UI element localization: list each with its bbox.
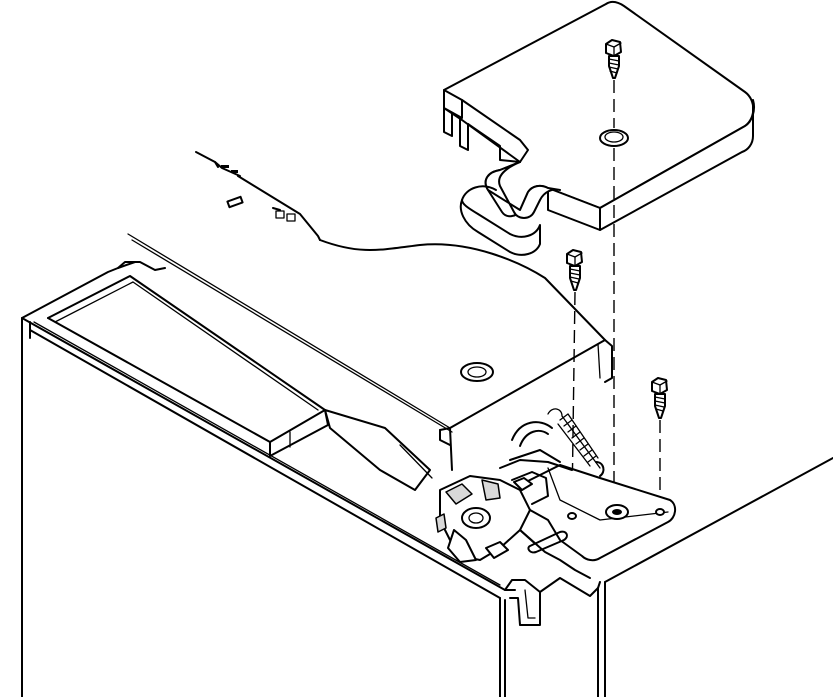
side-panel — [597, 457, 833, 589]
hinge-spring — [509, 408, 605, 477]
cabinet-top-panel — [47, 151, 613, 491]
hinge-screw-right — [651, 377, 668, 419]
hinge-cover — [443, 0, 755, 256]
door-body — [21, 261, 606, 697]
hinge-screw-left — [566, 249, 583, 291]
cover-screw — [605, 39, 622, 79]
hinge-plate — [435, 459, 676, 579]
